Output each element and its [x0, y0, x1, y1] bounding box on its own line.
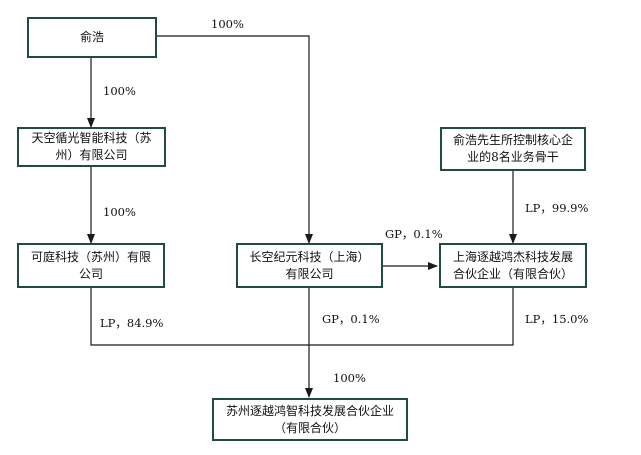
label-shanghai-to-suzhou: LP，15.0%: [525, 312, 589, 326]
node-keting: 可庭科技（苏州）有限 公司: [17, 243, 165, 288]
node-suzhou-partnership-line-2: （有限合伙）: [273, 420, 346, 435]
node-shanghai-partnership-line-2: 合伙企业（有限合伙）: [452, 266, 573, 281]
node-yu-hao: 俞浩: [27, 17, 157, 58]
node-suzhou-partnership: 苏州逐越鸿智科技发展合伙企业 （有限合伙）: [212, 398, 408, 441]
node-changkong-line-1: 长空纪元科技（上海）: [249, 249, 370, 264]
node-yuhao-core-line-2: 业的8名业务骨干: [467, 150, 559, 164]
node-tiankong: 天空循光智能科技（苏 州）有限公司: [17, 127, 166, 167]
label-core-to-shanghai: LP，99.9%: [525, 201, 589, 215]
edge-yuhao-to-changkong: [157, 35, 313, 244]
edge-shanghai-to-suzhou: [309, 288, 514, 346]
node-shanghai-partnership: 上海逐越鸿杰科技发展 合伙企业（有限合伙）: [439, 243, 587, 288]
node-keting-line-1: 可庭科技（苏州）有限: [30, 249, 151, 264]
node-tiankong-line-1: 天空循光智能科技（苏: [31, 131, 152, 145]
node-suzhou-partnership-line-1: 苏州逐越鸿智科技发展合伙企业: [225, 403, 394, 418]
node-yuhao-core: 俞浩先生所控制核心企 业的8名业务骨干: [440, 127, 586, 171]
node-keting-line-2: 公司: [78, 266, 103, 281]
node-shanghai-partnership-line-1: 上海逐越鸿杰科技发展: [452, 249, 573, 264]
node-yu-hao-line-1: 俞浩: [79, 30, 104, 44]
label-yuhao-to-changkong: 100%: [211, 17, 244, 31]
node-changkong: 长空纪元科技（上海） 有限公司: [236, 243, 383, 288]
label-keting-to-suzhou: LP，84.9%: [100, 316, 164, 330]
label-total-to-suzhou: 100%: [333, 371, 366, 385]
edge-keting-to-suzhou: [90, 288, 309, 346]
label-changkong-to-suzhou: GP，0.1%: [322, 312, 380, 326]
node-changkong-line-2: 有限公司: [285, 266, 334, 281]
node-tiankong-line-2: 州）有限公司: [55, 148, 128, 162]
label-changkong-to-shanghai: GP，0.1%: [385, 227, 443, 241]
label-tiankong-to-keting: 100%: [103, 205, 136, 219]
node-yuhao-core-line-1: 俞浩先生所控制核心企: [452, 133, 573, 147]
label-yuhao-to-tiankong: 100%: [103, 84, 136, 98]
